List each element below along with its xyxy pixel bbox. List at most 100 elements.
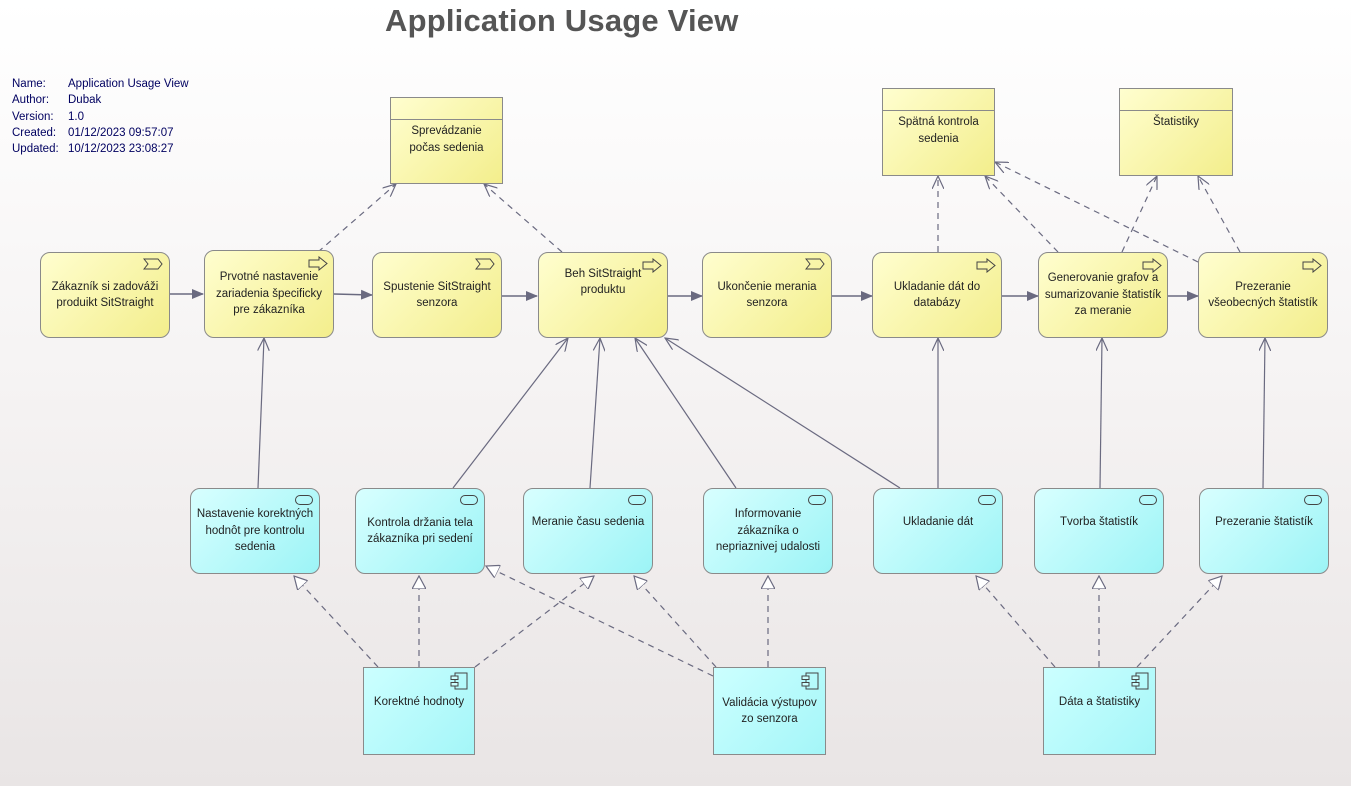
meta-row-author: Author: Dubak <box>12 92 189 108</box>
service-label: Informovanie zákazníka o nepriaznivej ud… <box>715 508 821 554</box>
process-arrow-icon <box>308 256 328 271</box>
realization-arrow <box>484 184 563 253</box>
service-nastavenie[interactable]: Nastavenie korektných hodnôt pre kontrol… <box>190 488 320 574</box>
service-informovanie[interactable]: Informovanie zákazníka o nepriaznivej ud… <box>703 488 833 574</box>
interface-header <box>883 89 994 111</box>
realization-arrow <box>317 184 396 253</box>
process-label: Prvotné nastavenie zariadenia špecificky… <box>215 271 323 317</box>
service-kontrola[interactable]: Kontrola držania tela zákazníka pri sede… <box>355 488 485 574</box>
process-label: Zákazník si zadováži produikt SitStraigh… <box>51 280 159 310</box>
service-icon <box>295 495 313 505</box>
diagram-title: Application Usage View <box>385 3 739 38</box>
interface-statistiky[interactable]: Štatistiky <box>1119 88 1233 176</box>
process-label: Generovanie grafov a sumarizovanie štati… <box>1044 272 1162 318</box>
meta-row-created: Created: 01/12/2023 09:57:07 <box>12 125 189 141</box>
serving-arrow <box>635 338 737 489</box>
process-beh[interactable]: Beh SitStraight produktu <box>538 252 668 338</box>
process-label: Ukladanie dát do databázy <box>893 280 981 310</box>
process-label: Spustenie SitStraight senzora <box>383 280 491 310</box>
realization-arrow <box>995 162 1199 263</box>
service-label: Ukladanie dát <box>902 515 974 528</box>
meta-value: Dubak <box>68 94 102 107</box>
service-label: Prezeranie štatistík <box>1215 515 1313 528</box>
realization-arrow <box>1121 176 1157 253</box>
service-label: Nastavenie korektných hodnôt pre kontrol… <box>196 508 314 554</box>
serving-arrow <box>589 338 600 489</box>
meta-row-updated: Updated: 10/12/2023 23:08:27 <box>12 141 189 157</box>
process-generovanie[interactable]: Generovanie grafov a sumarizovanie štati… <box>1038 252 1168 338</box>
event-ukoncenie[interactable]: Ukončenie merania senzora <box>702 252 832 338</box>
meta-row-name: Name: Application Usage View <box>12 76 189 92</box>
component-icon <box>450 672 468 690</box>
service-icon <box>1139 495 1157 505</box>
process-ukladanie-dat[interactable]: Ukladanie dát do databázy <box>872 252 1002 338</box>
event-icon <box>805 258 825 270</box>
component-label: Dáta a štatistiky <box>1058 695 1141 708</box>
realization-arrow <box>1198 176 1241 253</box>
interface-sprevadzanie[interactable]: Sprevádzanie počas sedenia <box>390 97 503 184</box>
component-icon <box>1131 672 1149 690</box>
meta-value: Application Usage View <box>68 78 189 90</box>
process-label: Prezeranie všeobecných štatistík <box>1208 280 1318 310</box>
process-arrow-icon <box>976 258 996 273</box>
service-meranie[interactable]: Meranie času sedenia <box>523 488 653 574</box>
meta-key: Created: <box>12 126 57 139</box>
interface-label: Spätná kontrola sedenia <box>898 116 979 145</box>
event-icon <box>475 258 495 270</box>
realization-triangle <box>1136 576 1222 668</box>
process-prvotne-nastavenie[interactable]: Prvotné nastavenie zariadenia špecificky… <box>204 250 334 338</box>
interface-label: Štatistiky <box>1152 116 1199 128</box>
interface-header <box>1120 89 1232 111</box>
service-icon <box>1304 495 1322 505</box>
service-icon <box>628 495 646 505</box>
service-icon <box>808 495 826 505</box>
process-arrow-icon <box>642 258 662 273</box>
meta-row-version: Version: 1.0 <box>12 109 189 125</box>
realization-triangle <box>634 576 717 668</box>
event-zakaznik[interactable]: Zákazník si zadováži produikt SitStraigh… <box>40 252 170 338</box>
event-spustenie[interactable]: Spustenie SitStraight senzora <box>372 252 502 338</box>
interface-spatna-kontrola[interactable]: Spätná kontrola sedenia <box>882 88 995 176</box>
meta-value: 10/12/2023 23:08:27 <box>68 143 174 156</box>
serving-arrow <box>1263 338 1265 489</box>
service-prezeranie[interactable]: Prezeranie štatistík <box>1199 488 1329 574</box>
meta-value: 1.0 <box>68 110 84 123</box>
component-label: Validácia výstupov zo senzora <box>722 696 817 726</box>
process-label: Ukončenie merania senzora <box>717 280 817 310</box>
meta-key: Author: <box>12 94 50 107</box>
meta-key: Name: <box>12 78 46 90</box>
realization-triangle <box>976 576 1056 668</box>
service-icon <box>460 495 478 505</box>
component-validacia[interactable]: Validácia výstupov zo senzora <box>713 667 826 755</box>
component-icon <box>801 672 819 690</box>
interface-label: Sprevádzanie počas sedenia <box>409 125 484 154</box>
service-label: Meranie času sedenia <box>531 515 645 528</box>
meta-key: Updated: <box>12 143 59 156</box>
service-icon <box>978 495 996 505</box>
meta-key: Version: <box>12 110 54 123</box>
service-tvorba[interactable]: Tvorba štatistík <box>1034 488 1164 574</box>
service-ukladanie[interactable]: Ukladanie dát <box>873 488 1003 574</box>
flow-arrow <box>333 289 373 300</box>
process-label: Beh SitStraight produktu <box>564 267 642 297</box>
component-label: Korektné hodnoty <box>373 695 465 708</box>
process-prezeranie-vseobecnych[interactable]: Prezeranie všeobecných štatistík <box>1198 252 1328 338</box>
event-icon <box>143 258 163 270</box>
service-label: Tvorba štatistík <box>1060 515 1138 528</box>
serving-arrow <box>257 338 264 489</box>
serving-arrow <box>452 338 568 489</box>
diagram-metadata: Name: Application Usage View Author: Dubak… <box>12 76 189 157</box>
process-arrow-icon <box>1142 258 1162 273</box>
meta-value: 01/12/2023 09:57:07 <box>68 126 174 139</box>
component-data-statistiky[interactable]: Dáta a štatistiky <box>1043 667 1156 755</box>
realization-triangle <box>486 566 714 677</box>
serving-arrow <box>1100 338 1102 489</box>
component-korektne-hodnoty[interactable]: Korektné hodnoty <box>363 667 475 755</box>
service-label: Kontrola držania tela zákazníka pri sede… <box>367 516 473 546</box>
serving-arrow <box>665 338 901 489</box>
realization-triangle <box>474 576 594 668</box>
process-arrow-icon <box>1302 258 1322 273</box>
realization-triangle <box>294 576 379 668</box>
interface-header <box>391 98 502 120</box>
